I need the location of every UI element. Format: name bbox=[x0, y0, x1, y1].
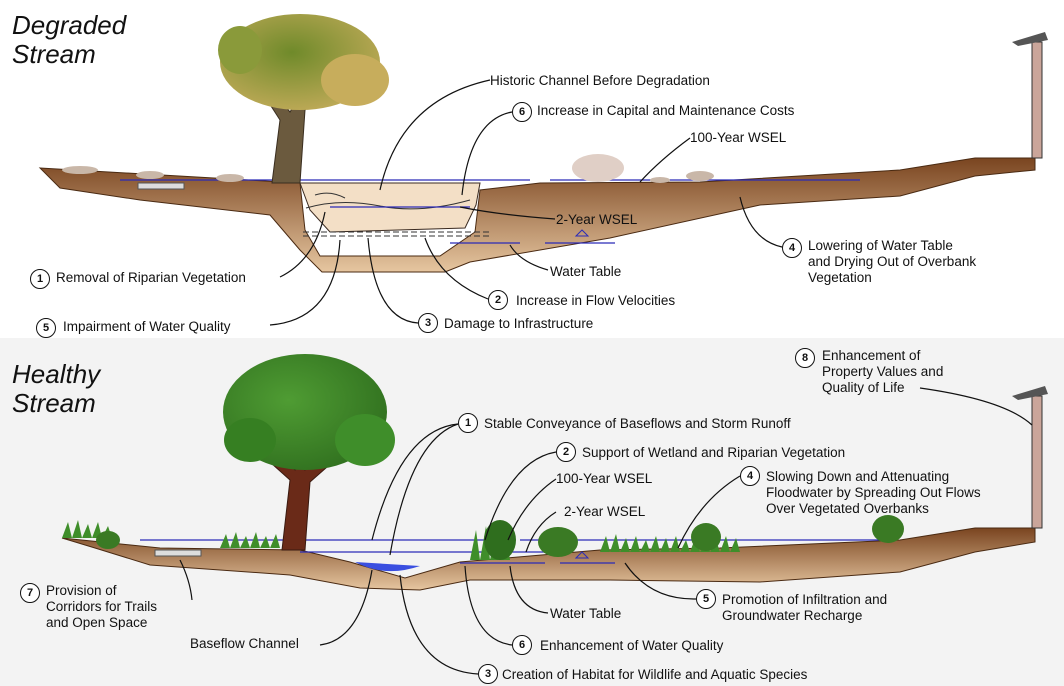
callout-number: 3 bbox=[418, 313, 438, 333]
label-text: and Drying Out of Overbank bbox=[808, 254, 977, 269]
label-text: Vegetation bbox=[808, 270, 872, 285]
healthy-stream-panel bbox=[0, 338, 1064, 686]
healthy-terrain bbox=[61, 527, 1036, 591]
callout-number: 2 bbox=[556, 442, 576, 462]
label-text: Water Table bbox=[550, 264, 622, 279]
degraded-sparse-vegetation bbox=[62, 154, 714, 183]
label-text: Damage to Infrastructure bbox=[444, 316, 594, 331]
callout-number: 3 bbox=[478, 664, 498, 684]
title-line: Stream bbox=[12, 39, 96, 69]
label-2-year-wsel: 2-Year WSEL bbox=[564, 504, 645, 520]
leader-lines bbox=[179, 79, 1033, 675]
label-2-year-wsel: 2-Year WSEL bbox=[556, 212, 637, 228]
label-text: Provision of bbox=[46, 583, 117, 598]
label-text: Slowing Down and Attenuating bbox=[766, 469, 950, 484]
callout-number: 4 bbox=[782, 238, 802, 258]
label-wetland-riparian-support: Support of Wetland and Riparian Vegetati… bbox=[582, 445, 845, 461]
label-text: Impairment of Water Quality bbox=[63, 319, 231, 334]
callout-number: 8 bbox=[795, 348, 815, 368]
label-property-values: Enhancement of Property Values and Quali… bbox=[822, 348, 943, 396]
label-text: Property Values and bbox=[822, 364, 944, 379]
label-stable-conveyance: Stable Conveyance of Baseflows and Storm… bbox=[484, 416, 791, 432]
label-text: Enhancement of bbox=[822, 348, 921, 363]
label-text: Lowering of Water Table bbox=[808, 238, 953, 253]
label-text: Quality of Life bbox=[822, 380, 905, 395]
label-removal-riparian-vegetation: Removal of Riparian Vegetation bbox=[56, 270, 246, 286]
label-water-table: Water Table bbox=[550, 264, 621, 280]
label-historic-channel: Historic Channel Before Degradation bbox=[490, 73, 710, 89]
degraded-building bbox=[1012, 32, 1048, 159]
label-infiltration-recharge: Promotion of Infiltration and Groundwate… bbox=[722, 592, 887, 624]
callout-number: 5 bbox=[36, 318, 56, 338]
label-text: 100-Year WSEL bbox=[556, 471, 653, 486]
label-text: Water Table bbox=[550, 606, 622, 621]
label-increase-flow-velocities: Increase in Flow Velocities bbox=[516, 293, 675, 309]
degraded-stream-title: Degraded Stream bbox=[12, 11, 126, 69]
label-water-table: Water Table bbox=[550, 606, 621, 622]
label-text: Increase in Flow Velocities bbox=[516, 293, 676, 308]
trail-pavement bbox=[137, 182, 185, 190]
callout-number: 5 bbox=[696, 589, 716, 609]
label-trail-corridors: Provision of Corridors for Trails and Op… bbox=[46, 583, 157, 631]
label-slowing-floodwater: Slowing Down and Attenuating Floodwater … bbox=[766, 469, 981, 517]
callout-number: 7 bbox=[20, 583, 40, 603]
callout-number: 2 bbox=[488, 290, 508, 310]
label-text: Creation of Habitat for Wildlife and Aqu… bbox=[502, 667, 808, 682]
callout-number: 1 bbox=[30, 269, 50, 289]
label-baseflow-channel: Baseflow Channel bbox=[190, 636, 299, 652]
degraded-stream-panel bbox=[0, 0, 1064, 338]
label-text: Over Vegetated Overbanks bbox=[766, 501, 929, 516]
label-100-year-wsel: 100-Year WSEL bbox=[690, 130, 786, 146]
label-water-quality: Enhancement of Water Quality bbox=[540, 638, 723, 654]
label-text: Baseflow Channel bbox=[190, 636, 299, 651]
label-text: Support of Wetland and Riparian Vegetati… bbox=[582, 445, 846, 460]
label-text: Floodwater by Spreading Out Flows bbox=[766, 485, 981, 500]
healthy-stream-title: Healthy Stream bbox=[12, 360, 100, 418]
label-text: Removal of Riparian Vegetation bbox=[56, 270, 246, 285]
label-habitat-creation: Creation of Habitat for Wildlife and Aqu… bbox=[502, 667, 807, 683]
callout-number: 1 bbox=[458, 413, 478, 433]
title-line: Degraded bbox=[12, 10, 127, 40]
label-text: Promotion of Infiltration and bbox=[722, 592, 888, 607]
label-text: 2-Year WSEL bbox=[556, 212, 638, 227]
healthy-grass-and-shrubs bbox=[62, 515, 904, 560]
label-text: 2-Year WSEL bbox=[564, 504, 646, 519]
healthy-building bbox=[1012, 386, 1048, 529]
callout-number: 6 bbox=[512, 635, 532, 655]
label-text: Stable Conveyance of Baseflows and Storm… bbox=[484, 416, 791, 431]
trail-pavement bbox=[154, 549, 202, 557]
label-text: Corridors for Trails bbox=[46, 599, 158, 614]
label-text: and Open Space bbox=[46, 615, 148, 630]
degraded-tree bbox=[218, 14, 389, 184]
callout-number: 6 bbox=[512, 102, 532, 122]
callout-number: 4 bbox=[740, 466, 760, 486]
label-100-year-wsel: 100-Year WSEL bbox=[556, 471, 652, 487]
title-line: Stream bbox=[12, 388, 96, 418]
label-capital-maintenance-costs: Increase in Capital and Maintenance Cost… bbox=[537, 103, 794, 119]
degraded-terrain bbox=[38, 157, 1036, 273]
label-text: 100-Year WSEL bbox=[690, 130, 787, 145]
label-lowering-water-table: Lowering of Water Table and Drying Out o… bbox=[808, 238, 976, 286]
label-damage-infrastructure: Damage to Infrastructure bbox=[444, 316, 593, 332]
label-text: Increase in Capital and Maintenance Cost… bbox=[537, 103, 795, 118]
label-text: Groundwater Recharge bbox=[722, 608, 863, 623]
baseflow-water bbox=[355, 562, 420, 572]
label-text: Enhancement of Water Quality bbox=[540, 638, 724, 653]
label-text: Historic Channel Before Degradation bbox=[490, 73, 710, 88]
healthy-tree bbox=[223, 354, 395, 551]
title-line: Healthy bbox=[12, 359, 101, 389]
label-impairment-water-quality: Impairment of Water Quality bbox=[63, 319, 231, 335]
